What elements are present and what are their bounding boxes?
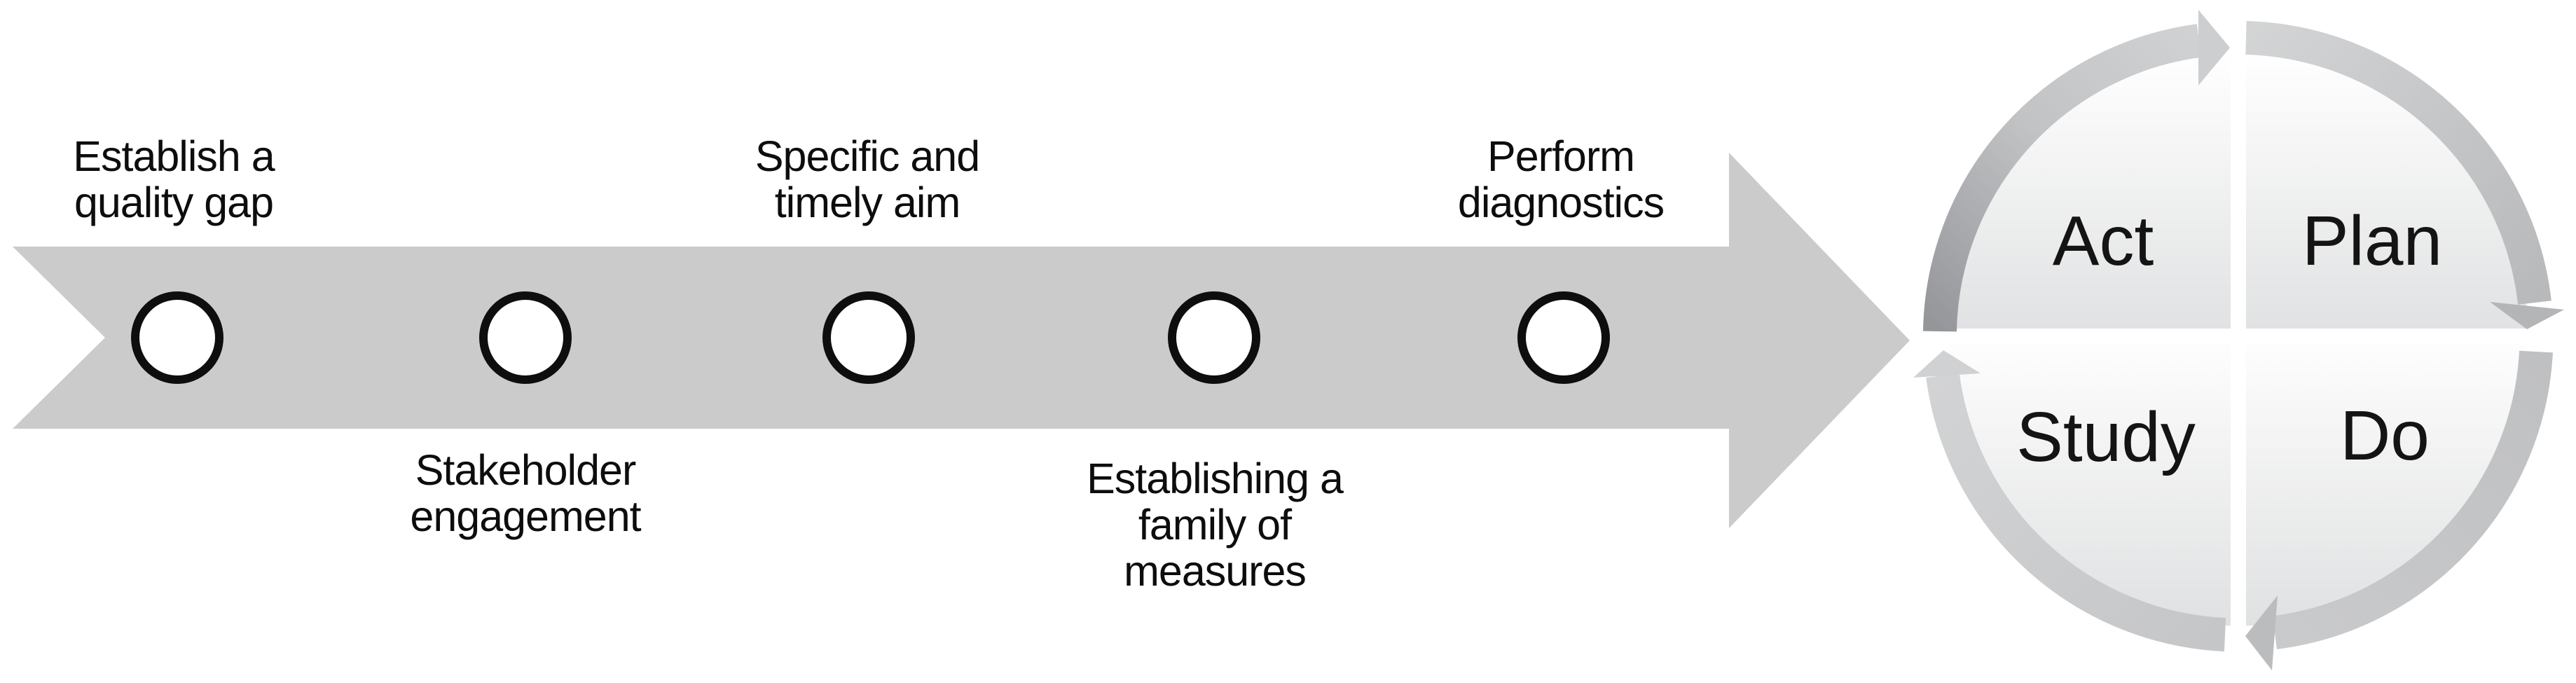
cycle-label-act: Act [2052,202,2154,280]
flow-step-label-3: Specific and timely aim [755,132,980,226]
cycle-label-do: Do [2340,396,2430,475]
cycle-arc-study [1926,373,2226,651]
cycle-arrowhead-right-icon [2490,302,2564,329]
flow-step-label-5: Perform diagnostics [1457,132,1665,226]
cycle-arrowhead-top-icon [2198,10,2230,85]
flow-arrow-band [13,153,1910,528]
cycle-label-study: Study [2016,398,2196,476]
milestone-circle-1 [131,291,223,384]
cycle-arc-do [2273,350,2553,649]
cycle-arc-act [1923,24,2202,332]
milestone-circle-3 [822,291,915,384]
cycle-arrowhead-bottom-icon [2245,595,2278,670]
flow-step-label-4: Establishing a family of measures [1087,455,1344,595]
cycle-arrowhead-left-icon [1913,350,1981,378]
cycle-quadrant-fill-study [1949,344,2231,626]
milestone-circle-5 [1517,291,1610,384]
milestone-circle-4 [1168,291,1260,384]
flow-step-label-1: Establish a quality gap [73,132,275,226]
flow-step-label-2: Stakeholder engagement [410,446,641,540]
cycle-quadrant-fill-plan [2246,47,2528,329]
cycle-quadrant-fill-do [2246,344,2528,626]
cycle-arc-plan [2245,21,2551,305]
milestone-circle-2 [479,291,572,384]
cycle-quadrant-fill-act [1949,47,2231,329]
cycle-label-plan: Plan [2301,202,2443,280]
